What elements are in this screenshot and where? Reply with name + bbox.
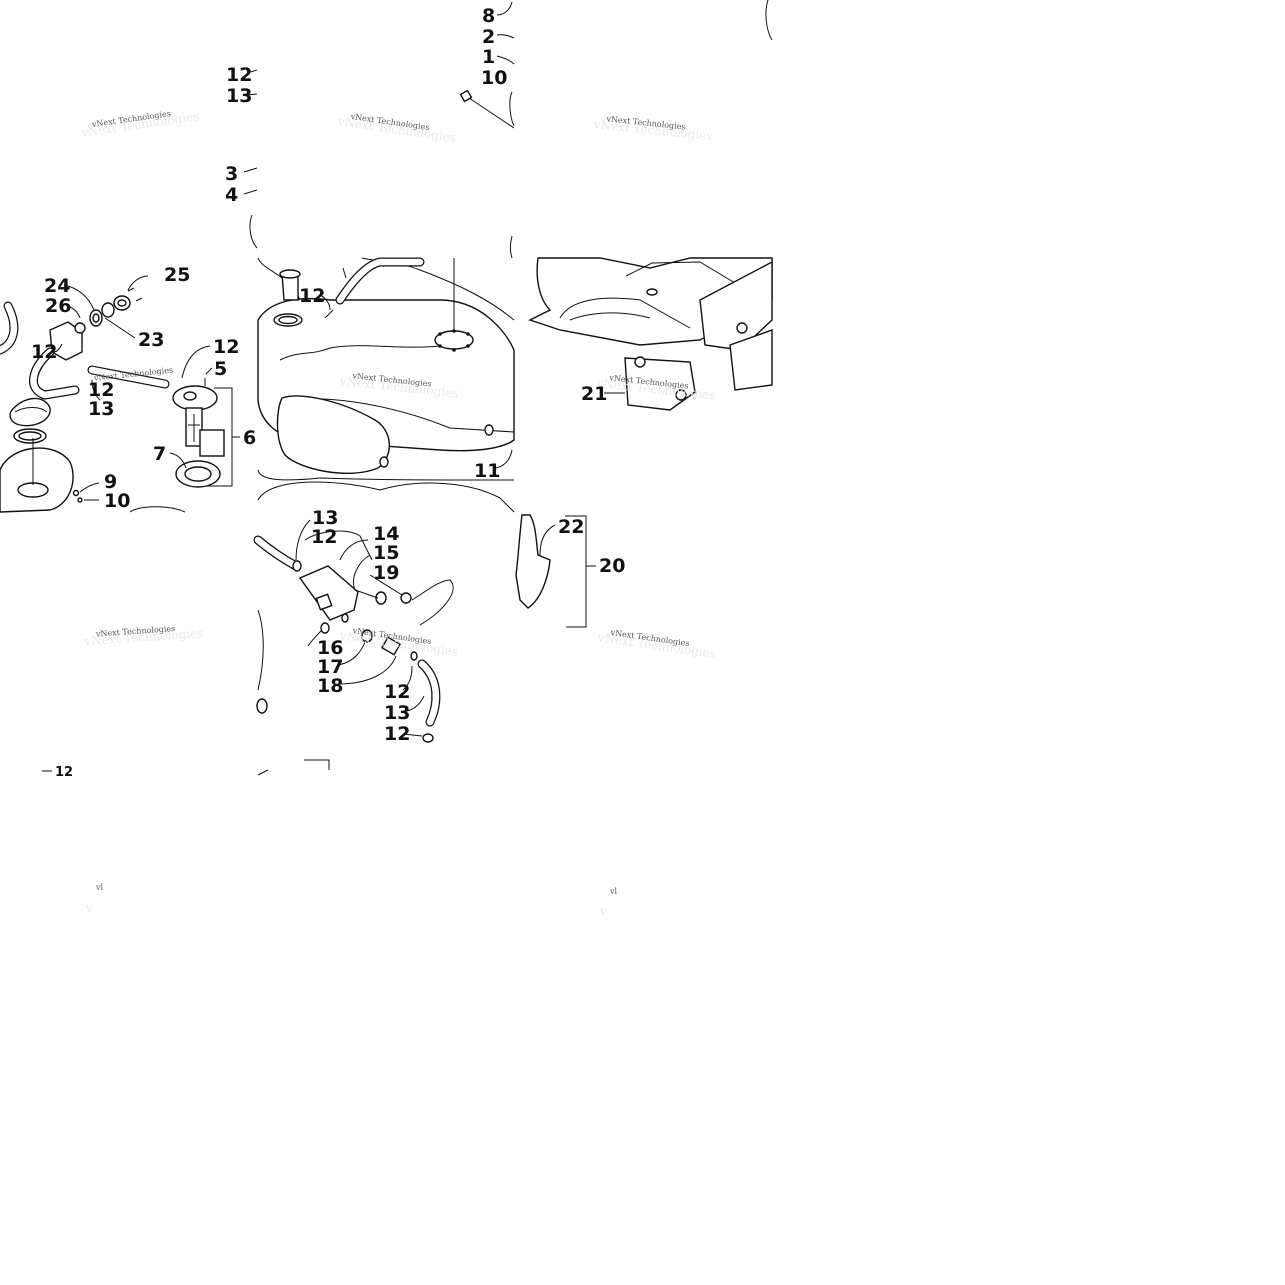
callout-12: 12 <box>226 64 252 86</box>
callout-15: 15 <box>373 542 399 564</box>
callout-labels: 8 2 1 10 12 13 3 4 24 25 26 23 12 12 5 1… <box>31 5 625 780</box>
skid-plate-tile <box>515 514 596 628</box>
callout-12: 12 <box>311 526 337 548</box>
callout-17: 17 <box>317 656 343 678</box>
fuel-tank-tile <box>243 0 773 481</box>
callout-3: 3 <box>225 163 238 185</box>
skid-plate-22 <box>515 514 551 609</box>
callout-2: 2 <box>482 26 495 48</box>
callout-12: 12 <box>299 285 325 307</box>
callout-13: 13 <box>88 398 114 420</box>
callout-12: 12 <box>88 379 114 401</box>
callout-8: 8 <box>482 5 495 27</box>
callout-24: 24 <box>44 275 70 297</box>
callout-12: 12 <box>384 723 410 745</box>
callout-21: 21 <box>581 383 607 405</box>
svg-text:v: v <box>599 904 607 918</box>
callout-25: 25 <box>164 264 190 286</box>
callout-11: 11 <box>474 460 500 482</box>
svg-text:v: v <box>85 901 93 915</box>
callout-16: 16 <box>317 637 343 659</box>
fuel-filter-tile <box>253 481 515 743</box>
callout-22: 22 <box>558 516 584 538</box>
callout-18: 18 <box>317 675 343 697</box>
callout-14: 14 <box>373 523 399 545</box>
filler-neck <box>0 447 74 513</box>
callout-1: 1 <box>482 46 495 68</box>
callout-4: 4 <box>225 184 238 206</box>
filler-cap <box>9 397 51 427</box>
callout-23: 23 <box>138 329 164 351</box>
callout-12: 12 <box>213 336 239 358</box>
tank-bracket-tile <box>528 257 773 411</box>
callout-19: 19 <box>373 562 399 584</box>
watermark-fragment: vl <box>609 887 618 896</box>
callout-10: 10 <box>104 490 130 512</box>
fuel-pump-tile <box>0 275 240 513</box>
callout-5: 5 <box>214 358 227 380</box>
callout-12: 12 <box>31 341 57 363</box>
callout-12: 12 <box>384 681 410 703</box>
callout-13: 13 <box>226 85 252 107</box>
tank-sump <box>276 395 391 474</box>
callout-13: 13 <box>384 702 410 724</box>
callout-9: 9 <box>104 471 117 493</box>
callout-10: 10 <box>481 67 507 89</box>
fuel-filter <box>298 565 359 621</box>
callout-26: 26 <box>45 295 71 317</box>
callout-7: 7 <box>153 443 166 465</box>
callout-20: 20 <box>599 555 625 577</box>
watermark-fragment: vl <box>95 883 104 892</box>
callout-6: 6 <box>243 427 256 449</box>
callout-12: 12 <box>55 765 73 780</box>
callout-13: 13 <box>312 507 338 529</box>
